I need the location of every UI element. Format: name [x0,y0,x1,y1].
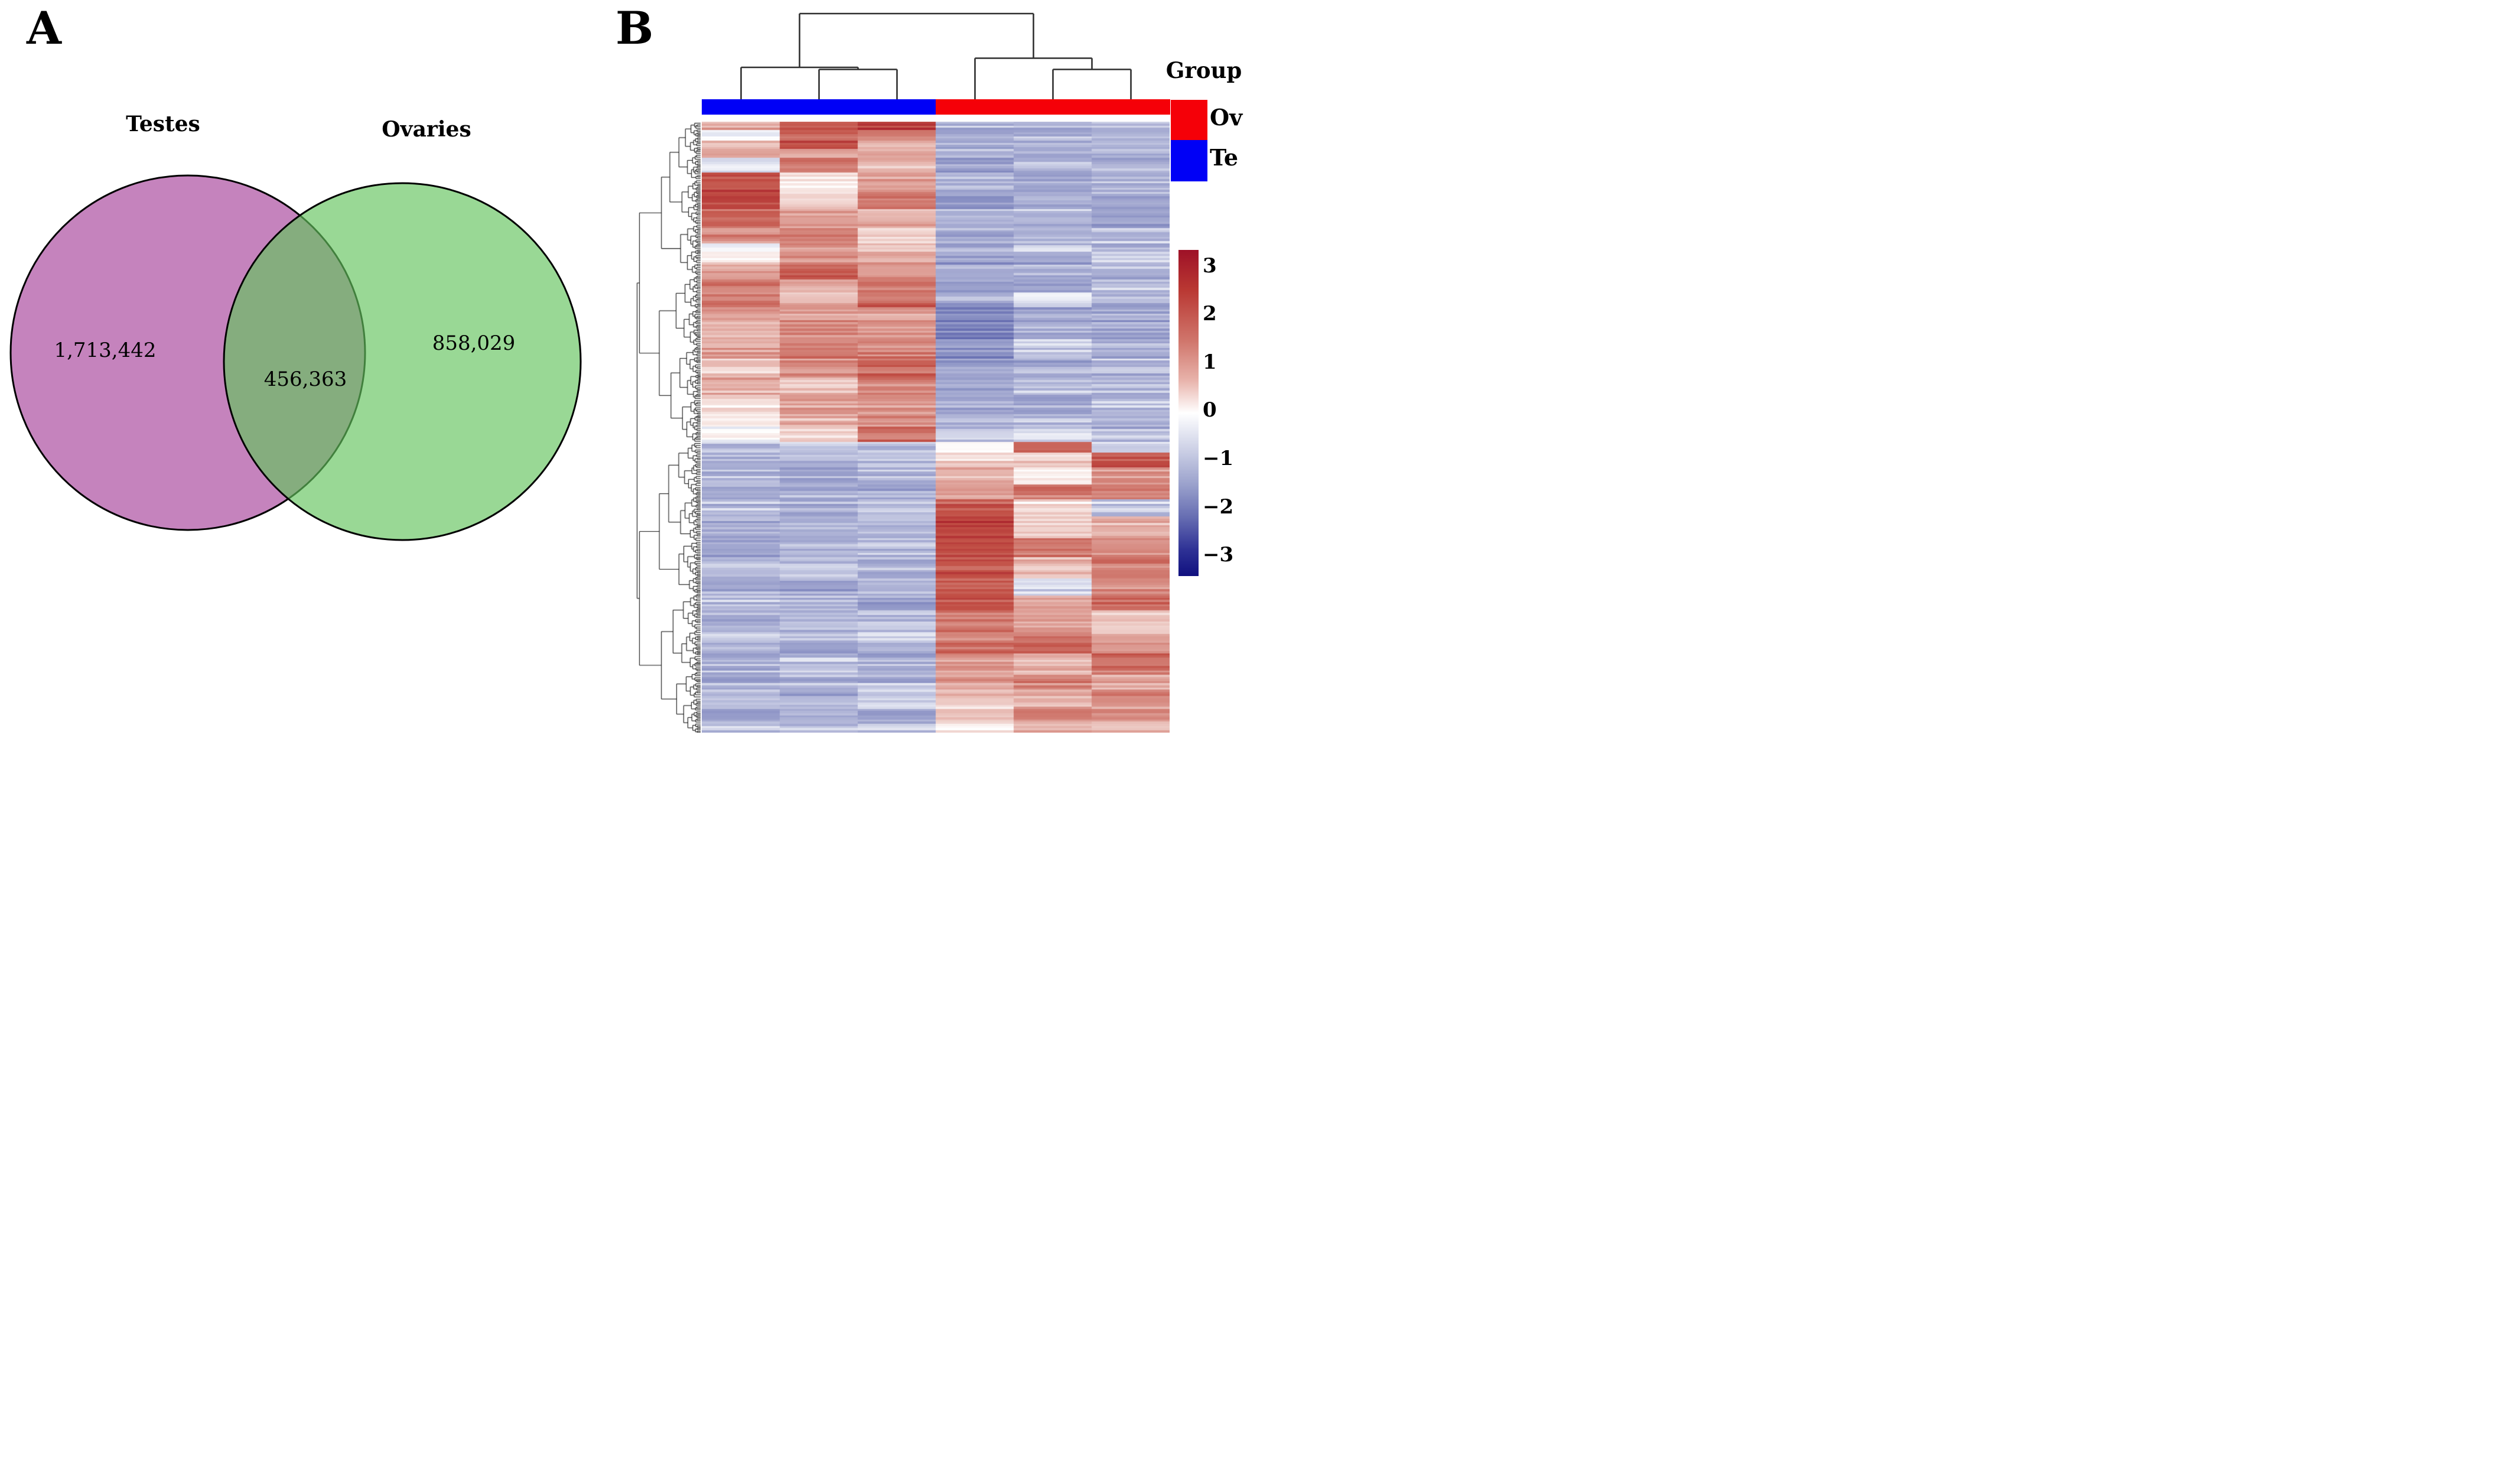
colorbar-tick-2: 2 [1203,302,1217,326]
panel-b-label: B [616,2,654,54]
legend-ov-label: Ov [1210,104,1243,131]
colorbar-tick-3: 3 [1203,254,1217,278]
legend-te-label: Te [1210,144,1239,171]
legend-te-swatch [1171,140,1207,181]
heatmap-canvas [702,122,1170,733]
colorbar-tick-1: 1 [1203,350,1217,374]
venn-diagram [9,174,582,541]
column-dendrogram [740,12,1132,100]
group-legend-title: Group [1165,57,1242,83]
group-annotation-ov-segment [936,99,1170,115]
venn-overlap-count: 456,363 [263,368,347,391]
colorbar-tick-0: 0 [1203,398,1217,422]
venn-left-set-label: Testes [126,112,200,136]
venn-right-set-label: Ovaries [382,117,471,142]
colorbar [1178,250,1199,576]
colorbar-tick-neg2: −2 [1203,495,1234,519]
panel-a-label: A [27,2,61,54]
venn-right-count: 858,029 [432,331,516,355]
colorbar-tick-neg1: −1 [1203,447,1234,470]
colorbar-tick-neg3: −3 [1203,543,1234,567]
row-dendrogram [634,122,701,733]
venn-left-count: 1,713,442 [54,339,157,362]
legend-ov-swatch [1171,100,1207,140]
figure-root: A Testes Ovaries 1,713,442 456,363 858,0… [0,0,1260,742]
group-annotation-te-segment [702,99,936,115]
